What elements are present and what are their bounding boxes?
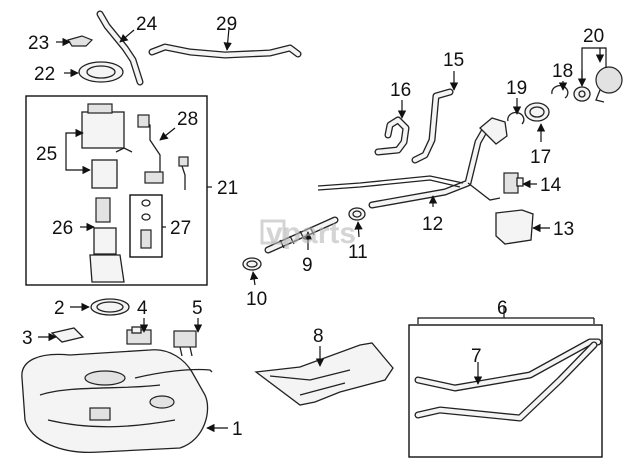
callout-18: 18 — [552, 61, 573, 82]
filter-kit-box — [129, 194, 163, 258]
callout-4: 4 — [137, 298, 148, 319]
callout-19: 19 — [506, 78, 527, 99]
callout-26: 26 — [52, 218, 73, 239]
fuel-tank-straps — [414, 338, 602, 422]
heat-shield — [254, 342, 394, 406]
wiring-harness — [115, 114, 189, 190]
callout-labels: 1 2 3 4 5 6 7 8 9 10 11 12 13 14 15 16 1… — [22, 14, 604, 440]
filter-kit — [140, 199, 152, 249]
callout-13: 13 — [553, 219, 574, 240]
callout-12: 12 — [422, 214, 443, 235]
tank-pad — [50, 327, 85, 343]
callout-14: 14 — [540, 175, 562, 196]
callout-7: 7 — [471, 346, 482, 367]
callout-29: 29 — [216, 14, 237, 35]
snap-ring-18 — [551, 85, 569, 99]
straps-box — [408, 324, 603, 458]
callout-25: 25 — [36, 144, 57, 165]
clamp-5 — [173, 330, 197, 357]
callout-15: 15 — [443, 50, 464, 71]
callout-24: 24 — [136, 14, 158, 35]
callout-17: 17 — [530, 147, 551, 168]
hose-clamp-10 — [242, 257, 262, 271]
callout-28: 28 — [177, 109, 198, 130]
leader-lines — [38, 27, 607, 433]
snap-ring-19 — [507, 111, 525, 125]
callout-22: 22 — [34, 64, 55, 85]
callout-3: 3 — [22, 328, 33, 349]
vparts-watermark: vparts — [260, 217, 356, 250]
callout-10: 10 — [246, 289, 267, 310]
clip-23 — [67, 35, 94, 47]
callout-21: 21 — [217, 178, 238, 199]
gasket-18 — [573, 86, 591, 102]
filler-neck-pipe — [317, 117, 508, 209]
hose-clamp-11 — [348, 207, 366, 221]
bracket-4 — [126, 326, 152, 345]
watermark-text: vparts — [266, 217, 356, 250]
fuel-tank — [21, 349, 213, 454]
callout-9: 9 — [302, 255, 313, 276]
callout-27: 27 — [170, 218, 191, 239]
callout-5: 5 — [192, 298, 203, 319]
callout-23: 23 — [28, 33, 49, 54]
fuel-line-24 — [96, 10, 144, 86]
callout-6: 6 — [497, 298, 508, 319]
callout-11: 11 — [348, 242, 368, 263]
callout-1: 1 — [232, 419, 243, 440]
vent-hose — [374, 116, 410, 156]
pump-assembly-box — [25, 95, 208, 286]
valve-14 — [503, 172, 524, 194]
filler-ring — [524, 102, 550, 122]
callout-20: 20 — [583, 26, 604, 47]
vent-line-29 — [148, 43, 302, 59]
gasket-ring — [90, 298, 130, 316]
fuel-cap — [595, 66, 623, 103]
lock-ring — [78, 61, 124, 83]
callout-16: 16 — [390, 80, 411, 101]
callout-8: 8 — [313, 326, 324, 347]
vent-tube — [411, 88, 454, 164]
fuel-pump-assembly — [81, 103, 125, 283]
callout-2: 2 — [54, 298, 65, 319]
filler-box — [495, 209, 534, 245]
